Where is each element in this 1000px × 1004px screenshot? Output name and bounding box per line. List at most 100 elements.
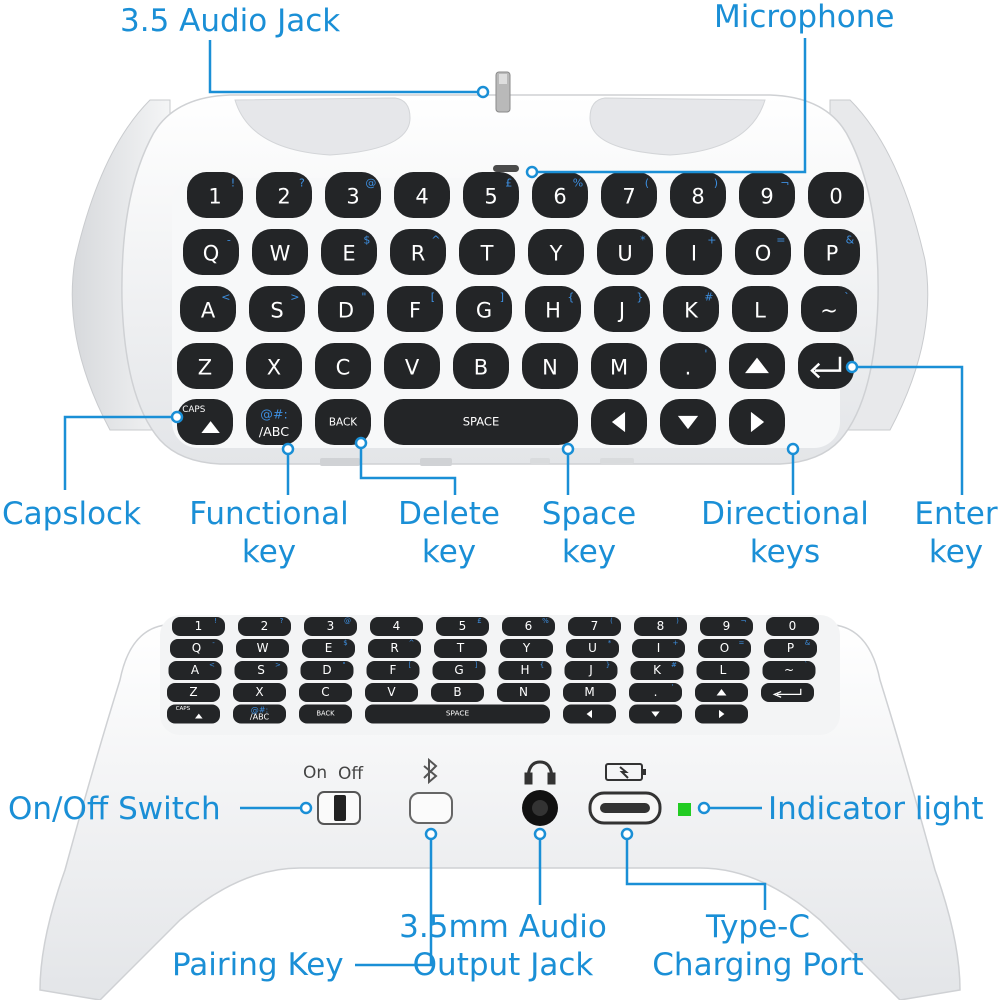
top-key-row_z-5[interactable]: [522, 343, 578, 389]
top-key-row_z-3[interactable]: [384, 343, 440, 389]
bottom-key-row_numbers-6[interactable]: [568, 617, 621, 636]
top-enter-key[interactable]: [798, 343, 854, 389]
bottom-key-row_numbers-3[interactable]: [370, 617, 423, 636]
top-key-row_a-2[interactable]: [318, 286, 374, 332]
bottom-key-row_numbers-4[interactable]: [436, 617, 489, 636]
top-key-row_numbers-6[interactable]: [601, 172, 657, 218]
bottom-key-row_a-6[interactable]: [564, 661, 618, 680]
bottom-back-key[interactable]: [299, 704, 352, 724]
top-key-row_numbers-4[interactable]: [463, 172, 519, 218]
bottom-key-row_a-8[interactable]: [696, 661, 750, 680]
bottom-key-row_numbers-9[interactable]: [766, 617, 819, 636]
top-key-row_z-2[interactable]: [315, 343, 371, 389]
bottom-key-row_numbers-2[interactable]: [304, 617, 357, 636]
top-key-row_a-8[interactable]: [732, 286, 788, 332]
bottom-key-row_q-8[interactable]: [698, 639, 751, 658]
top-key-row_numbers-8[interactable]: [739, 172, 795, 218]
bottom-key-row_a-2[interactable]: [300, 661, 354, 680]
top-key-row_a-0[interactable]: [180, 286, 236, 332]
top-key-row_a-3[interactable]: [387, 286, 443, 332]
top-back-key[interactable]: [315, 399, 371, 445]
bottom-key-row_q-2[interactable]: [302, 639, 355, 658]
bottom-key-row_a-7[interactable]: [630, 661, 684, 680]
bottom-space-key[interactable]: [365, 704, 550, 724]
top-key-row_q-6[interactable]: [597, 229, 653, 275]
top-key-row_q-5[interactable]: [528, 229, 584, 275]
bottom-key-label: N: [519, 685, 528, 699]
bottom-key-row_a-9[interactable]: [762, 661, 816, 680]
bottom-key-row_a-1[interactable]: [234, 661, 288, 680]
bottom-key-row_numbers-7[interactable]: [634, 617, 687, 636]
top-key-row_z-1[interactable]: [246, 343, 302, 389]
top-key-row_q-1[interactable]: [252, 229, 308, 275]
bottom-key-sub: ]: [475, 661, 478, 669]
bottom-key-row_q-5[interactable]: [500, 639, 553, 658]
top-key-label: E: [342, 241, 355, 265]
top-key-row_numbers-0[interactable]: [187, 172, 243, 218]
top-key-row_q-7[interactable]: [666, 229, 722, 275]
bottom-func-key[interactable]: [233, 704, 286, 724]
top-key-row_q-3[interactable]: [390, 229, 446, 275]
bottom-key-row_q-4[interactable]: [434, 639, 487, 658]
top-key-row_numbers-7[interactable]: [670, 172, 726, 218]
bottom-key-row_numbers-8[interactable]: [700, 617, 753, 636]
bottom-key-row_z-7[interactable]: [629, 683, 682, 702]
pairing-key[interactable]: [409, 792, 453, 824]
bottom-key-row_z-1[interactable]: [233, 683, 286, 702]
top-key-row_a-9[interactable]: [801, 286, 857, 332]
top-key-row_numbers-2[interactable]: [325, 172, 381, 218]
top-key-row_q-2[interactable]: [321, 229, 377, 275]
bottom-key-row_q-9[interactable]: [764, 639, 817, 658]
top-enter-icon: [810, 356, 842, 379]
top-key-row_numbers-3[interactable]: [394, 172, 450, 218]
top-key-row_a-6[interactable]: [594, 286, 650, 332]
bottom-key-row_numbers-0[interactable]: [172, 617, 225, 636]
bottom-key-row_q-6[interactable]: [566, 639, 619, 658]
top-key-row_q-8[interactable]: [735, 229, 791, 275]
bottom-key-row_z-5[interactable]: [497, 683, 550, 702]
top-space-key[interactable]: [384, 399, 578, 445]
bottom-key-row_z-2[interactable]: [299, 683, 352, 702]
bottom-key-row_numbers-5[interactable]: [502, 617, 555, 636]
bottom-key-row_q-1[interactable]: [236, 639, 289, 658]
bottom-key-row_q-7[interactable]: [632, 639, 685, 658]
bottom-key-row_z-6[interactable]: [563, 683, 616, 702]
bottom-key-label: P: [787, 641, 794, 655]
top-key-row_q-0[interactable]: [183, 229, 239, 275]
onoff-switch-label: On/Off Switch: [8, 791, 221, 827]
bottom-key-row_a-0[interactable]: [168, 661, 222, 680]
top-key-sub: <: [221, 291, 230, 304]
top-key-row_z-4[interactable]: [453, 343, 509, 389]
top-key-label: 6: [553, 184, 566, 208]
bottom-key-row_z-0[interactable]: [167, 683, 220, 702]
top-key-row_q-4[interactable]: [459, 229, 515, 275]
top-key-row_numbers-9[interactable]: [808, 172, 864, 218]
top-key-row_z-0[interactable]: [177, 343, 233, 389]
bottom-key-label: W: [257, 641, 269, 655]
top-key-row_a-4[interactable]: [456, 286, 512, 332]
top-func-key[interactable]: [246, 399, 302, 445]
bottom-key-row_q-3[interactable]: [368, 639, 421, 658]
top-key-label: 7: [622, 184, 635, 208]
top-key-label: Y: [549, 241, 563, 265]
top-key-row_a-7[interactable]: [663, 286, 719, 332]
bottom-key-row_a-3[interactable]: [366, 661, 420, 680]
microphone-label: Microphone: [714, 0, 895, 35]
bottom-caps-key[interactable]: [167, 704, 220, 724]
top-key-row_a-5[interactable]: [525, 286, 581, 332]
bottom-enter-key[interactable]: [761, 683, 814, 702]
top-key-row_numbers-5[interactable]: [532, 172, 588, 218]
indicator-light-label: Indicator light: [768, 791, 984, 827]
bottom-key-row_numbers-1[interactable]: [238, 617, 291, 636]
top-key-row_z-7[interactable]: [660, 343, 716, 389]
bottom-key-row_a-4[interactable]: [432, 661, 486, 680]
top-key-row_z-6[interactable]: [591, 343, 647, 389]
top-key-row_q-9[interactable]: [804, 229, 860, 275]
bottom-key-row_z-3[interactable]: [365, 683, 418, 702]
top-caps-key[interactable]: [177, 399, 233, 445]
bottom-key-row_q-0[interactable]: [170, 639, 223, 658]
bottom-key-row_a-5[interactable]: [498, 661, 552, 680]
top-key-row_a-1[interactable]: [249, 286, 305, 332]
bottom-key-row_z-4[interactable]: [431, 683, 484, 702]
top-key-row_numbers-1[interactable]: [256, 172, 312, 218]
